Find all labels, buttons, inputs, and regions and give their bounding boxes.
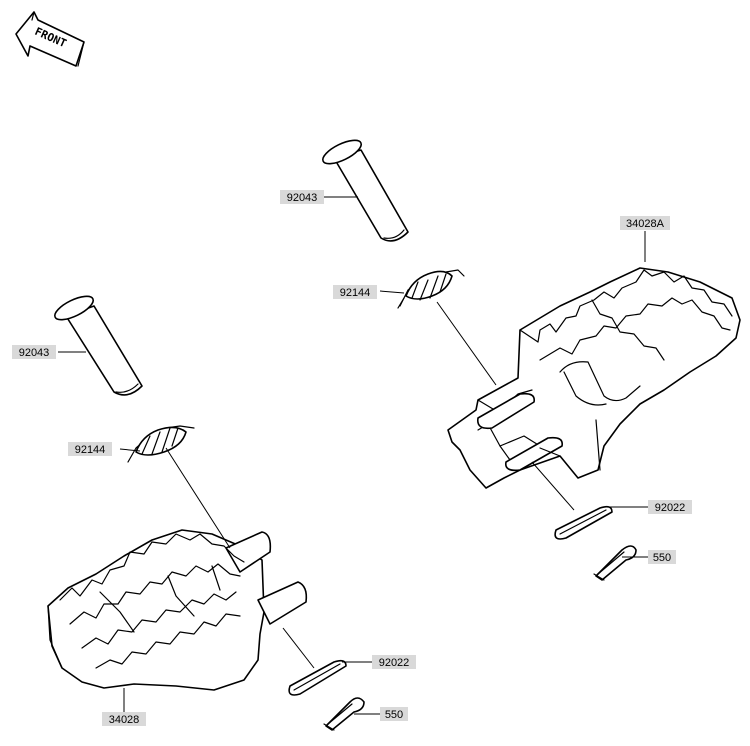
callout-text: 34028 [109, 714, 140, 726]
cotter-right-part [593, 545, 637, 581]
callout-text: 550 [385, 709, 403, 721]
callout-text: 92022 [379, 657, 410, 669]
callout-text: 34028A [626, 218, 665, 230]
callout-text: 550 [653, 552, 671, 564]
callout-text: 92043 [287, 192, 318, 204]
callout-text: 92144 [75, 444, 106, 456]
pin-left-part [54, 295, 143, 396]
washer-left-part [288, 659, 347, 696]
callout-pin-left: 92043 [12, 345, 56, 359]
callout-washer-left: 92022 [372, 655, 416, 669]
callout-spring-right: 92144 [333, 285, 377, 299]
spring-left-part [127, 425, 195, 463]
callout-cotter-right: 550 [648, 550, 676, 564]
footpeg-right-part [447, 267, 741, 489]
footpeg-left-part [47, 529, 308, 691]
front-arrow-icon: FRONT [15, 11, 85, 67]
pin-right-part [322, 139, 409, 242]
callout-footpeg-right: 34028A [620, 216, 670, 230]
callout-footpeg-left: 34028 [102, 712, 146, 726]
callout-text: 92144 [340, 287, 371, 299]
cotter-left-part [323, 697, 365, 731]
callout-cotter-left: 550 [380, 707, 408, 721]
callout-text: 92022 [655, 502, 686, 514]
callout-washer-right: 92022 [648, 500, 692, 514]
spring-right-part [397, 269, 465, 309]
callout-text: 92043 [19, 347, 50, 359]
callout-pin-right: 92043 [280, 190, 324, 204]
callout-spring-left: 92144 [68, 442, 112, 456]
washer-right-part [554, 505, 613, 540]
